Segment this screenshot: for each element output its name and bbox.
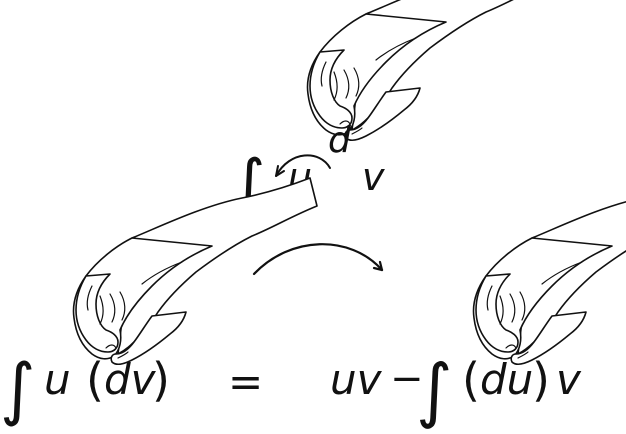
bottom-right-uv: uv: [330, 355, 383, 404]
top-d: d: [328, 120, 352, 161]
bottom-right-lparen: (: [462, 353, 480, 407]
bottom-left-expression: ∫ u ( dv ): [0, 350, 170, 429]
bottom-right-rparen: ): [532, 353, 550, 407]
bottom-left-rparen: ): [152, 353, 170, 407]
bottom-left-u: u: [44, 355, 71, 404]
bottom-right-minus: −: [390, 356, 424, 402]
bottom-left-lparen: (: [86, 353, 104, 407]
swap-arc-arrow-icon: [275, 154, 331, 177]
bottom-right-v: v: [556, 355, 582, 404]
bottom-right-du: du: [480, 355, 533, 404]
hand-pinching-icon: [72, 177, 318, 365]
bottom-right-integral-sign: ∫: [416, 349, 452, 431]
bottom-left-integral-sign: ∫: [0, 350, 35, 429]
equals-sign: =: [228, 357, 263, 406]
transfer-arc-arrow-icon: [252, 243, 384, 276]
bottom-left-dv: dv: [104, 355, 157, 404]
hand-pinching-icon: [472, 177, 626, 365]
bottom-right-expression: uv − ∫ ( du ) v: [330, 349, 582, 431]
top-v: v: [362, 155, 385, 199]
